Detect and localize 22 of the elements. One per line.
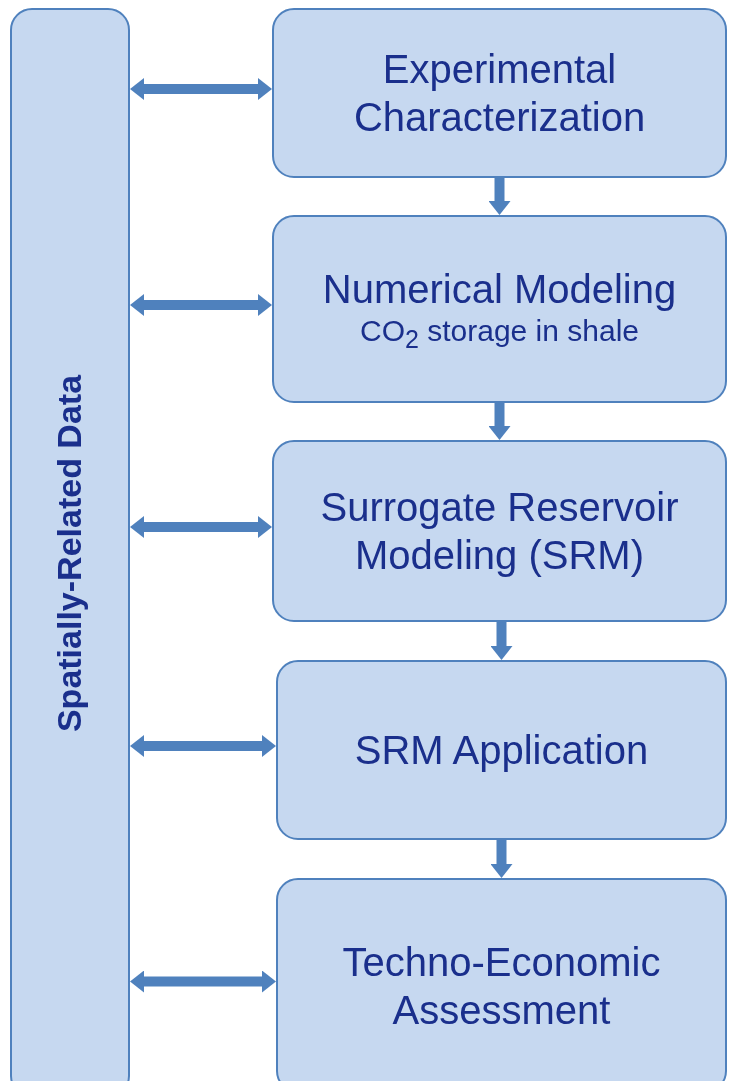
side-panel xyxy=(10,8,130,1081)
panel-title: Spatially-Related Data xyxy=(50,374,90,732)
process-box xyxy=(272,215,727,403)
box-title: Numerical Modeling xyxy=(322,265,677,313)
process-box xyxy=(276,660,727,840)
double-arrow xyxy=(130,970,276,993)
arrow xyxy=(490,622,513,660)
arrow xyxy=(490,840,513,878)
double-arrow xyxy=(130,294,272,316)
double-arrow xyxy=(130,78,272,100)
box-title: Experimental Characterization xyxy=(352,46,647,141)
box-title: Surrogate Reservoir Modeling (SRM) xyxy=(319,484,680,579)
box-title: Techno-Economic Assessment xyxy=(341,938,662,1034)
process-box xyxy=(276,878,727,1081)
double-arrow xyxy=(130,735,276,757)
box-title: SRM Application xyxy=(354,727,649,774)
box-subtitle: CO$_{2}$ storage in shale xyxy=(359,312,639,354)
arrow xyxy=(488,403,511,440)
arrow xyxy=(488,178,511,215)
double-arrow xyxy=(130,516,272,538)
process-box xyxy=(272,440,727,622)
process-box xyxy=(272,8,727,178)
